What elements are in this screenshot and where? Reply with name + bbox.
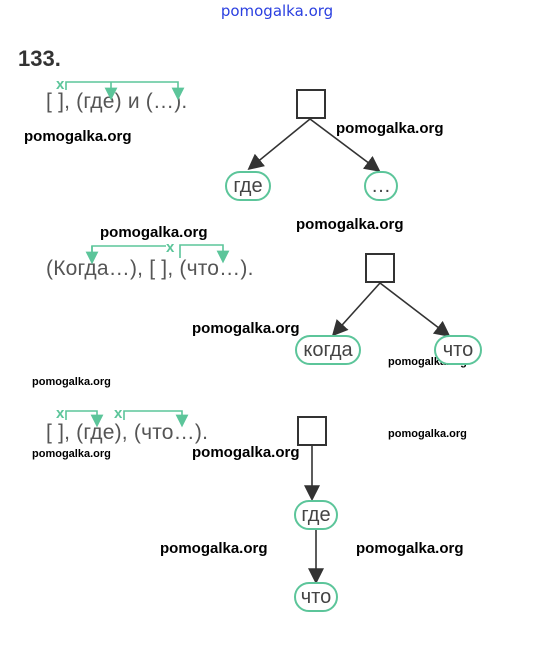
subordinate-node: где [294,500,338,530]
watermark: pomogalka.org [356,540,464,557]
watermark: pomogalka.org [192,320,300,337]
watermark: pomogalka.org [388,428,467,440]
watermark: pomogalka.org [32,376,111,388]
main-clause-marker: x [114,405,123,422]
connector-line [123,410,189,428]
main-clause-node [365,253,395,283]
site-watermark-top[interactable]: pomogalka.org [220,2,334,20]
tree-arrow [247,118,311,171]
watermark: pomogalka.org [192,444,300,461]
tree-arrow [379,282,451,337]
main-clause-node [296,89,326,119]
watermark: pomogalka.org [160,540,268,557]
subordinate-node: когда [295,335,361,365]
subordinate-node: … [364,171,398,201]
watermark: pomogalka.org [24,128,132,145]
subordinate-node: что [434,335,482,365]
watermark: pomogalka.org [296,216,404,233]
main-clause-marker: x [56,405,65,422]
main-clause-marker: x [56,76,65,93]
tree-arrow [309,118,381,172]
main-clause-node [297,416,327,446]
watermark: pomogalka.org [100,224,208,241]
watermark: pomogalka.org [336,120,444,137]
exercise-number: 133. [18,46,61,71]
subordinate-node: что [294,582,338,612]
connector-line [65,81,185,101]
scheme-3-text: [ ], (где), (что…). [46,421,209,444]
watermark: pomogalka.org [32,448,111,460]
scheme-1-text: [ ], (где) и (…). [46,90,188,113]
connector-line [179,244,230,264]
subordinate-node: где [225,171,271,201]
main-clause-marker: x [166,239,175,256]
connector-line [65,410,104,428]
tree-arrow [331,282,381,337]
